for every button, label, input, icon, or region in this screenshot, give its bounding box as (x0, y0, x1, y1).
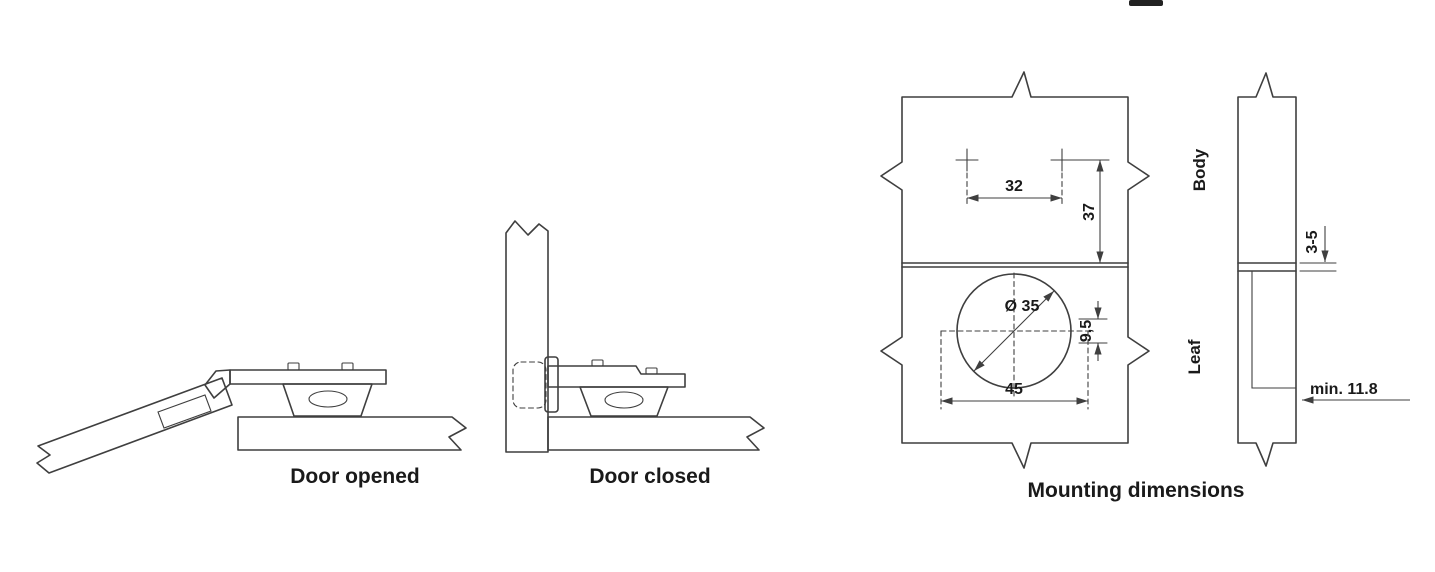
dimension-32-text: 32 (1005, 178, 1023, 195)
hinge-arm (229, 369, 387, 385)
dimension-45-text: 45 (1005, 381, 1023, 398)
door-panel-opened (36, 377, 233, 474)
hinge-screw-front (287, 362, 300, 371)
dimension-diameter-text: Ø 35 (1005, 298, 1040, 315)
mounting-plate (579, 386, 669, 417)
door-opened-view: Door opened (36, 362, 467, 488)
hinge-screw-front (591, 359, 604, 367)
hinge-screw-rear (341, 362, 354, 371)
dimension-95-text: 9,5 (1078, 320, 1095, 342)
cabinet-panel (237, 416, 467, 451)
mounting-side-view: Body Leaf 3-5 min. 11.8 (1185, 72, 1410, 467)
dimension-gap-text: 3-5 (1304, 230, 1321, 253)
door-closed-caption: Door closed (589, 465, 710, 488)
door-panel-closed (505, 220, 549, 453)
min-depth-text: min. 11.8 (1310, 381, 1378, 398)
mounting-front-view: 32 37 Ø 35 9,5 45 Mounting dimensions (880, 71, 1245, 502)
door-closed-view: Door closed (505, 220, 765, 488)
door-opened-caption: Door opened (290, 465, 420, 488)
hinge-cup-recess (157, 394, 212, 429)
adjustment-screw (604, 391, 644, 409)
cropped-artifact (1129, 0, 1163, 6)
side-panel-outline (1237, 72, 1297, 467)
hinge-screw-rear (645, 367, 658, 375)
hidden-cup-outline (512, 361, 547, 409)
hinge-knuckle (204, 369, 231, 399)
dimension-37-text: 37 (1081, 203, 1098, 221)
adjustment-screw (308, 390, 348, 408)
leaf-label: Leaf (1185, 339, 1204, 374)
mounting-dimensions-caption: Mounting dimensions (1028, 479, 1245, 502)
drill-hole-cross-left (955, 148, 979, 172)
cabinet-panel (547, 416, 765, 451)
leaf-inset-outline (1251, 270, 1297, 389)
body-label: Body (1190, 148, 1209, 191)
hinge-arm (547, 365, 686, 388)
front-panel-outline (880, 71, 1150, 469)
cup-flange (544, 356, 559, 413)
mounting-plate (282, 383, 373, 417)
diameter-arrow (973, 290, 1055, 372)
